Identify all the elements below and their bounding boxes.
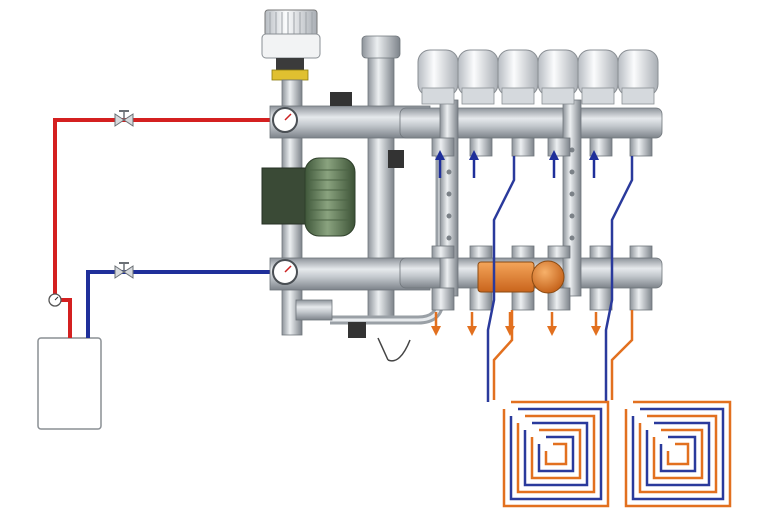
return-port xyxy=(431,287,455,311)
arrow-icon xyxy=(469,150,479,160)
flow-arrows xyxy=(431,150,601,336)
supply-port xyxy=(589,137,613,157)
loop-return-pipe xyxy=(492,156,516,258)
circulation-pump-icon xyxy=(261,157,356,237)
supply-port xyxy=(511,137,535,157)
gauge-needle xyxy=(284,113,292,121)
loop-return-pipe xyxy=(486,258,496,402)
flow-meter-cap xyxy=(469,245,493,259)
arrow-icon xyxy=(505,326,515,336)
mounting-bracket xyxy=(562,99,582,297)
spiral-heating-loop-icon xyxy=(516,414,596,494)
thermometer-gauge-icon xyxy=(48,293,62,307)
lower-fitting xyxy=(295,299,333,321)
pump-housing xyxy=(304,157,356,237)
arrow-icon xyxy=(591,326,601,336)
arrow-icon xyxy=(435,150,445,160)
bracket-hole xyxy=(569,169,575,175)
spiral-heating-loop-icon xyxy=(509,407,603,501)
head-base xyxy=(261,33,321,59)
fitting-knob xyxy=(348,322,366,338)
thermostatic-head xyxy=(264,9,318,37)
supply-port xyxy=(547,137,571,157)
loop-return-pipe xyxy=(610,156,634,258)
mixer-block xyxy=(477,261,535,293)
ball-valve-icon xyxy=(114,262,134,279)
bracket-hole xyxy=(569,235,575,241)
loop-supply-pipe xyxy=(492,310,514,400)
supply-port xyxy=(431,137,455,157)
arrow-icon xyxy=(431,326,441,336)
actuator-base xyxy=(461,87,495,105)
gauge-needle xyxy=(54,296,59,301)
pump-motor xyxy=(261,167,311,225)
spiral-heating-loop-icon xyxy=(523,421,589,487)
bracket-hole xyxy=(446,191,452,197)
spiral-heating-loop-icon xyxy=(652,428,704,480)
ball-valve-icon xyxy=(114,110,134,127)
sensor-wire xyxy=(387,339,411,362)
arrow-icon xyxy=(589,150,599,160)
actuator-base xyxy=(421,87,455,105)
spiral-heating-loop-icon xyxy=(638,414,718,494)
boiler-icon xyxy=(37,337,102,430)
spiral-heating-loop-icon xyxy=(624,400,732,508)
mixer-ball xyxy=(531,260,565,294)
bracket-hole xyxy=(569,213,575,219)
bracket-hole xyxy=(446,235,452,241)
spiral-heating-loop-icon xyxy=(631,407,725,501)
arrow-icon xyxy=(547,326,557,336)
supply-manifold-bar xyxy=(399,107,663,139)
actuator-base xyxy=(581,87,615,105)
spiral-heating-loop-icon xyxy=(530,428,582,480)
spiral-heating-loop-icon xyxy=(502,400,610,508)
sensor-wire xyxy=(377,337,389,361)
spiral-heating-loop-icon xyxy=(537,435,575,473)
supply-port xyxy=(469,137,493,157)
return-pipe xyxy=(86,270,270,338)
fitting-knob xyxy=(330,92,352,106)
spiral-heating-loop-icon xyxy=(666,442,690,466)
actuator-base xyxy=(501,87,535,105)
fitting-knob xyxy=(388,150,404,168)
spiral-heating-loop-icon xyxy=(645,421,711,487)
flow-meter-cap xyxy=(629,245,653,259)
bracket-hole xyxy=(446,169,452,175)
arrow-icon xyxy=(467,326,477,336)
actuator-row xyxy=(417,49,659,105)
air-vent xyxy=(361,35,401,59)
flow-meter-cap xyxy=(547,245,571,259)
return-pipe-line xyxy=(86,270,270,338)
actuator-base xyxy=(621,87,655,105)
head-ring xyxy=(271,69,309,81)
spiral-heating-loop-icon xyxy=(544,442,568,466)
mounting-bracket xyxy=(439,99,459,297)
bracket-hole xyxy=(569,191,575,197)
flow-meter-cap xyxy=(431,245,455,259)
loop-supply-pipe xyxy=(610,310,634,400)
loop-return-pipe xyxy=(604,258,614,402)
arrow-icon xyxy=(549,150,559,160)
floor-loops xyxy=(486,156,732,508)
bracket-hole xyxy=(569,147,575,153)
gauge-needle xyxy=(284,265,292,273)
flow-meter-cap xyxy=(511,245,535,259)
supply-port xyxy=(629,137,653,157)
bracket-hole xyxy=(446,213,452,219)
return-port xyxy=(629,287,653,311)
spiral-heating-loop-icon xyxy=(659,435,697,473)
flow-meter-cap xyxy=(589,245,613,259)
actuator-base xyxy=(541,87,575,105)
manifold xyxy=(399,99,663,311)
head-nut xyxy=(276,58,304,70)
return-port xyxy=(589,287,613,311)
